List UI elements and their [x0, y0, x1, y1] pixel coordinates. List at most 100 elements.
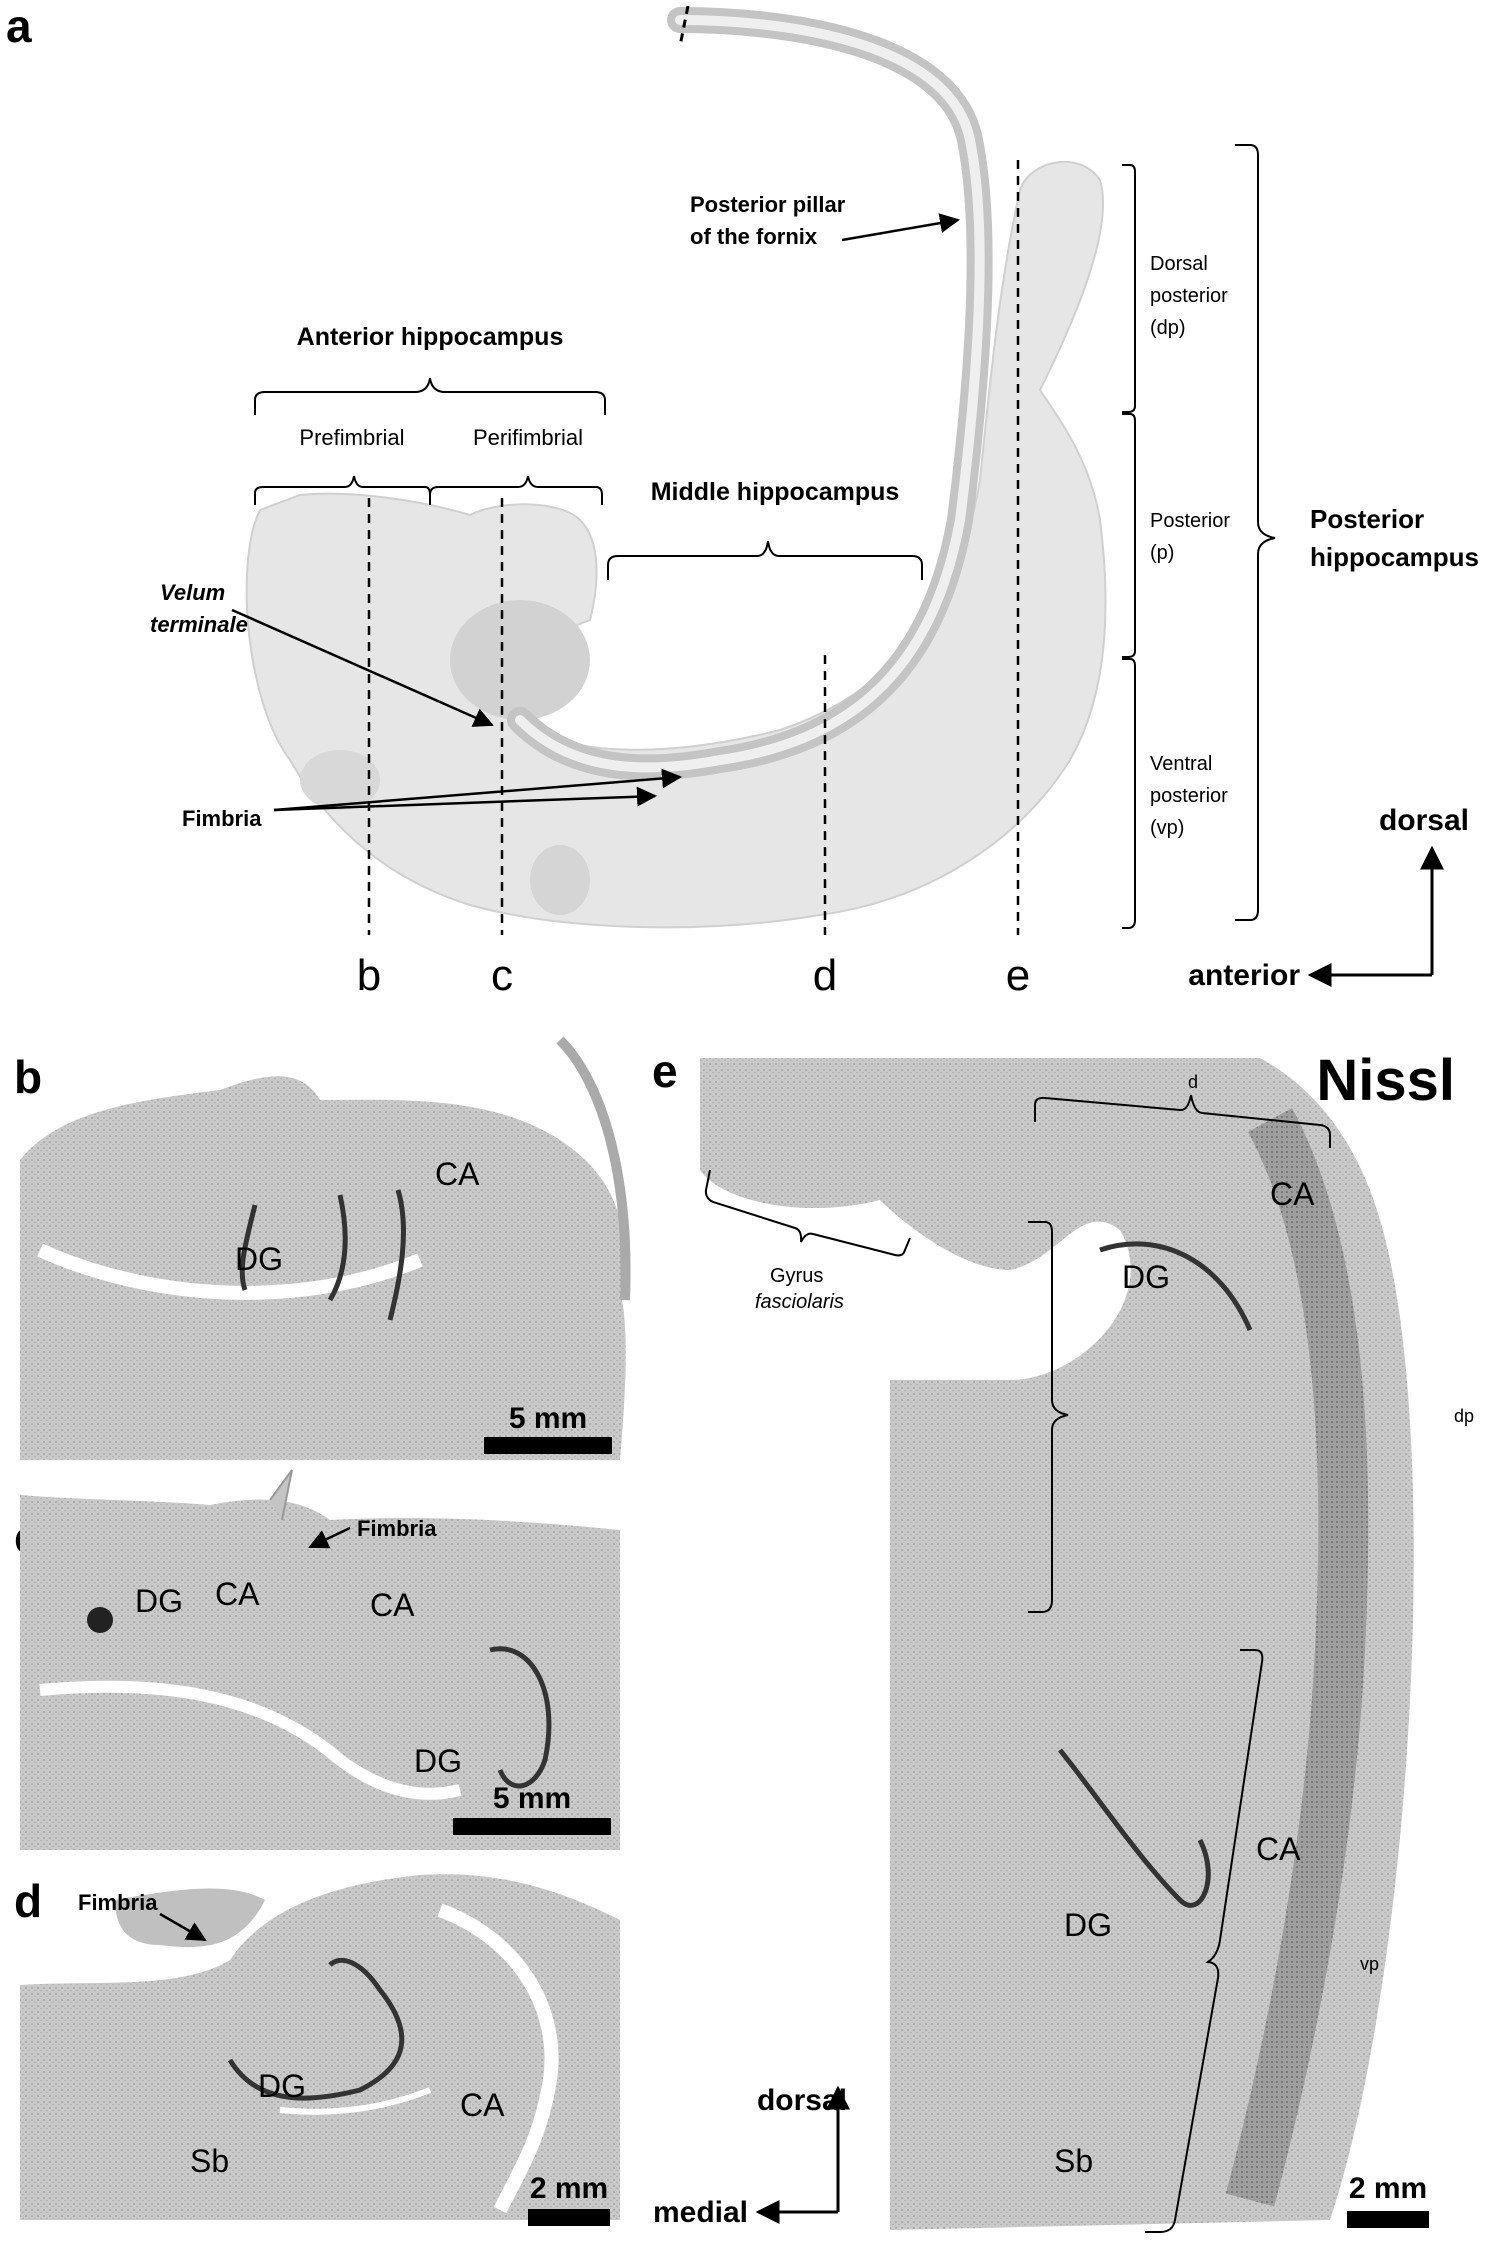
anterior-hippocampus-label: Anterior hippocampus [297, 323, 564, 351]
section-e-scale-label: 2 mm [1349, 2172, 1427, 2205]
hippocampus-model [245, 5, 1107, 929]
section-d-scale-label: 2 mm [530, 2172, 608, 2205]
posterior-hippocampus-bracket [1235, 144, 1276, 921]
cut-label-e: e [1006, 951, 1030, 1000]
p-label-line2: (p) [1150, 542, 1174, 564]
velum-arrow [231, 608, 494, 727]
section-b-dg-2 [327, 1194, 348, 1302]
section-e-gyrus-line2: fasciolaris [755, 1291, 844, 1313]
hippocampus-body [245, 161, 1107, 929]
uncus-shade [450, 600, 590, 720]
section-e-vp-label: vp [1360, 1954, 1379, 1974]
vp-label-line3: (vp) [1150, 817, 1184, 839]
section-e-dg-bottom: DG [1064, 1907, 1112, 1943]
section-e-d-bracket [1034, 1094, 1331, 1148]
section-b-dg-3 [387, 1189, 406, 1321]
section-b-ca: CA [435, 1156, 480, 1192]
posterior-hippocampus-line2: hippocampus [1310, 542, 1479, 572]
section-b-dg: DG [235, 1241, 283, 1277]
vp-bracket [1122, 658, 1136, 929]
section-b-scale-label: 5 mm [509, 1402, 587, 1435]
panel-d: d Fimbria DG CA Sb 2 mm [14, 1874, 620, 2226]
section-d-dg: DG [258, 2068, 306, 2104]
prefimbrial-label: Prefimbrial [299, 425, 404, 450]
fornix-label-line2: of the fornix [690, 224, 818, 249]
section-b-edge [556, 1036, 631, 1301]
section-c-ca2: CA [370, 1587, 415, 1623]
fimbria-label: Fimbria [182, 806, 262, 831]
section-c-dg2: DG [414, 1743, 462, 1779]
panel-d-letter: d [14, 1875, 42, 1927]
axis-bottom-dorsal-label: dorsal [757, 2084, 847, 2117]
fornix-arrow [841, 213, 960, 242]
section-b-gap [37, 1243, 423, 1300]
panel-a-letter: a [6, 0, 32, 52]
section-e-dg-top-layer [1099, 1241, 1253, 1331]
section-c-tissue [20, 1495, 620, 1850]
p-label-line1: Posterior [1150, 510, 1230, 532]
section-e-vp-bracket [1145, 1649, 1264, 2233]
section-e-gyrus-bracket [704, 1169, 911, 1257]
fimbria-arrow-1 [273, 768, 682, 812]
axis-dorsal-label: dorsal [1379, 804, 1469, 837]
velum-label-line1: Velum [160, 580, 225, 605]
section-b-dg-1 [239, 1204, 258, 1291]
section-e-dg-layer [1058, 1748, 1211, 1908]
section-e-dp-label: dp [1454, 1406, 1474, 1426]
section-e-tissue [700, 1058, 1414, 2230]
panel-c: c Fimbria DG CA CA DG 5 mm [14, 1469, 620, 1850]
posterior-hippocampus-line1: Posterior [1310, 504, 1424, 534]
section-d-fimbria-label: Fimbria [78, 1890, 158, 1915]
section-d-tissue [20, 1874, 620, 2220]
section-c-dg-layer [489, 1646, 552, 1789]
vp-label-line2: posterior [1150, 785, 1228, 807]
axis-anterior-label: anterior [1188, 959, 1300, 992]
perifimbrial-bracket [429, 475, 603, 505]
section-c-scale-bar [453, 1818, 611, 1835]
dp-label-line1: Dorsal [1150, 253, 1208, 275]
section-d-dg-layer [227, 1957, 405, 2101]
panel-e-letter: e [652, 1045, 678, 1097]
section-e-ca-top: CA [1270, 1176, 1315, 1212]
fimbria-arrow-2 [273, 786, 657, 812]
section-c-fimbria-tip [269, 1469, 293, 1521]
section-c-dark-spot [87, 1607, 113, 1633]
cut-label-d: d [813, 951, 837, 1000]
section-e-d-label: d [1188, 1072, 1198, 1092]
section-e-sb: Sb [1054, 2143, 1093, 2179]
section-c-dg1: DG [135, 1583, 183, 1619]
fornix-highlight [515, 15, 985, 773]
section-e-stain-label: Nissl [1316, 1048, 1455, 1113]
dp-bracket [1122, 164, 1136, 413]
section-d-fimbria-tissue [115, 1888, 265, 1948]
section-e-ca-band [1225, 1108, 1369, 2207]
cut-label-b: b [357, 951, 381, 1000]
panel-b: b CA DG 5 mm [14, 1036, 631, 1460]
shade-2 [530, 845, 590, 915]
section-d-sb: Sb [190, 2143, 229, 2179]
shade-1 [300, 750, 380, 810]
section-d-sulcus [279, 2087, 432, 2115]
panel-a: a Posterior pillar of the fornix Anterio… [6, 0, 1479, 1000]
section-c-fimbria-arrow [308, 1526, 351, 1549]
p-bracket [1122, 413, 1136, 658]
section-c-ca1: CA [215, 1576, 260, 1612]
middle-hippocampus-label: Middle hippocampus [651, 478, 900, 506]
section-e-gyrus-line1: Gyrus [770, 1265, 823, 1287]
section-e-scale-bar [1347, 2211, 1429, 2228]
section-e-ca-mid: CA [1256, 1831, 1301, 1867]
panel-b-letter: b [14, 1051, 42, 1103]
section-d-scale-bar [528, 2209, 610, 2226]
panel-e: e Nissl d CA Gyrus fasciolaris DG dp CA … [652, 1045, 1474, 2233]
velum-label-line2: terminale [150, 612, 248, 637]
prefimbrial-bracket [254, 475, 431, 505]
section-c-scale-label: 5 mm [493, 1782, 571, 1815]
section-c-gap [39, 1680, 462, 1800]
section-b-scale-bar [484, 1437, 612, 1454]
middle-bracket [607, 540, 923, 580]
axis-bottom-medial-label: medial [653, 2196, 748, 2229]
orientation-axis-bottom: dorsal medial [653, 2084, 850, 2229]
section-d-gap [437, 1903, 559, 2214]
section-d-ca: CA [460, 2087, 505, 2123]
